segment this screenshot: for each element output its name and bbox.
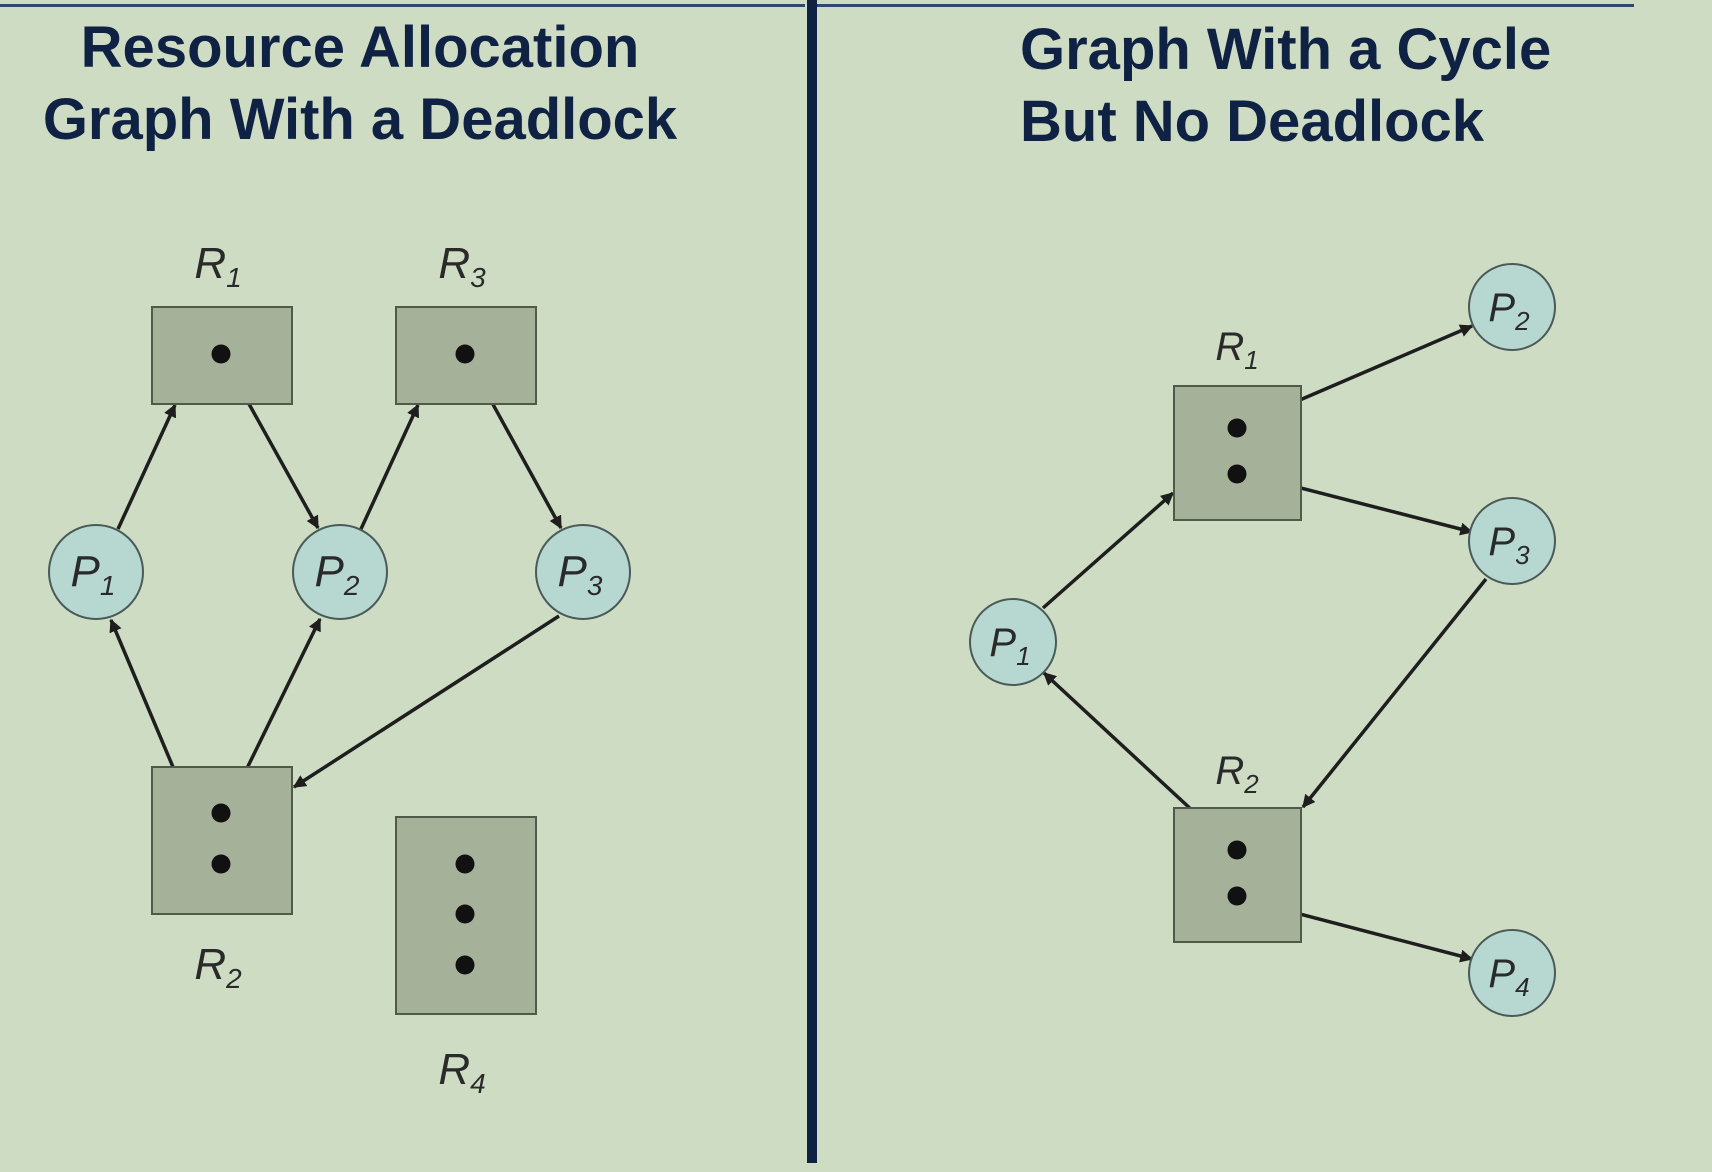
resource-label-r1: R1 [1215,325,1258,375]
left-title-line-1: Resource Allocation [80,15,640,80]
process-p3: P3 [1468,497,1556,585]
process-label-p1: P1 [989,621,1030,671]
resource-label-r2: R2 [1215,749,1259,799]
process-p1: P1 [48,524,144,620]
left-title-line-2: Graph With a Deadlock [42,87,678,152]
right-panel-title: Graph With a Cycle But No Deadlock [1020,14,1551,158]
right-title-line-2: But No Deadlock [1020,89,1485,154]
process-circle [969,598,1057,686]
edge-p2-to-r3-request-arrow [359,403,420,530]
edge-p3-to-r2-request-arrow [292,614,560,789]
process-p3: P3 [535,524,631,620]
edge-p1-to-r1-request-arrow [1041,491,1175,610]
instance-dot [211,854,231,874]
process-circle [48,524,144,620]
right-title-line-1: Graph With a Cycle [1020,17,1552,82]
resource-label-r2: R2 [194,940,242,994]
resource-r2: R2 [151,766,293,994]
instance-dot [455,344,475,364]
resource-box [1173,385,1302,521]
process-label-p4: P4 [1488,952,1529,1002]
process-label-p1: P1 [71,547,116,601]
instance-dot [455,904,475,924]
process-label-p2: P2 [315,547,360,601]
top-rule-left [0,4,805,7]
process-circle [1468,929,1556,1017]
process-p2: P2 [292,524,388,620]
resource-r1: R1 [151,239,293,405]
process-circle [1468,263,1556,351]
process-p4: P4 [1468,929,1556,1017]
resource-box [1173,807,1302,943]
instance-dot [211,344,231,364]
resource-r1: R1 [1173,325,1302,521]
resource-label-r3: R3 [438,239,486,293]
process-label-p3: P3 [558,547,603,601]
instance-dot [211,803,231,823]
process-label-p2: P2 [1488,286,1530,336]
process-p2: P2 [1468,263,1556,351]
resource-box [151,766,293,915]
process-label-p3: P3 [1488,520,1530,570]
process-circle [292,524,388,620]
resource-r4: R4 [395,816,537,1099]
instance-dot [455,955,475,975]
resource-label-r4: R4 [438,1045,485,1099]
instance-dot [455,854,475,874]
resource-label-r1: R1 [194,239,241,293]
process-circle [535,524,631,620]
resource-r2: R2 [1173,749,1302,943]
instance-dot [1227,418,1247,438]
process-circle [1468,497,1556,585]
resource-r3: R3 [395,239,537,405]
instance-dot [1227,840,1247,860]
edge-p3-to-r2-request-arrow [1301,577,1488,809]
top-rule-right [817,4,1634,7]
instance-dot [1227,886,1247,906]
instance-dot [1227,464,1247,484]
panel-divider [807,0,817,1163]
process-p1: P1 [969,598,1057,686]
edge-p1-to-r1-request-arrow [116,403,177,530]
left-panel-title: Resource Allocation Graph With a Deadloc… [0,12,720,156]
